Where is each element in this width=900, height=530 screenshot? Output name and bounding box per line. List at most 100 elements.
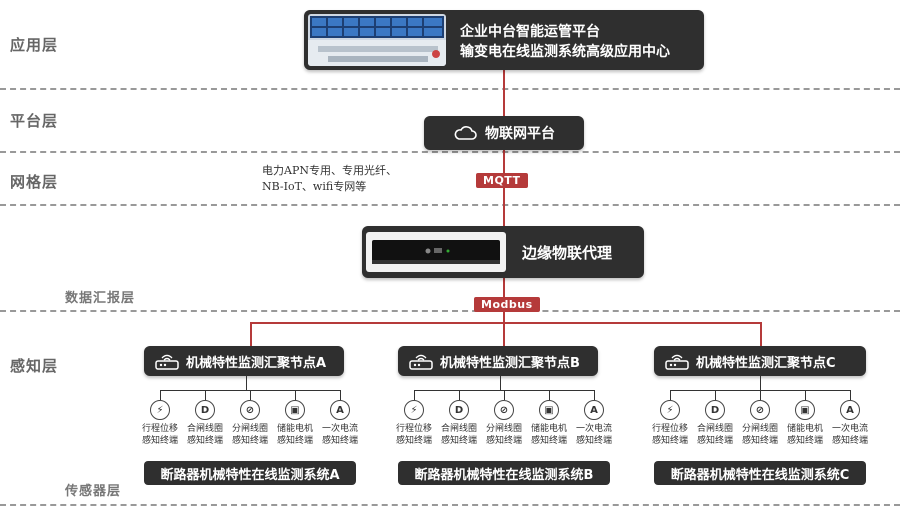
sensor-label: 分闸线圈 [231,424,268,434]
mqtt-tag: MQTT [476,173,528,188]
sensor-terminal[interactable]: ⊘ 分闸线圈感知终端 [738,400,782,447]
sensor-terminal[interactable]: D 合闸线圈感知终端 [693,400,737,447]
tree-connector [500,376,501,390]
sensor-label: 合闸线圈 [696,424,733,434]
aggregation-node-a[interactable]: 机械特性监测汇聚节点A [144,346,344,376]
edge-proxy-box[interactable]: 边缘物联代理 [362,226,644,278]
iot-platform-box[interactable]: 物联网平台 [424,116,584,150]
tree-connector [715,390,716,400]
monitoring-system-c[interactable]: 断路器机械特性在线监测系统C [654,461,866,485]
aggregation-node-b[interactable]: 机械特性监测汇聚节点B [398,346,598,376]
application-center-subtitle: 输变电在线监测系统高级应用中心 [460,44,670,60]
link-icon: ⊘ [240,400,260,420]
ammeter-icon: A [840,400,860,420]
sensor-sublabel: 感知终端 [696,436,733,446]
connector-line [760,322,762,346]
layer-divider [0,310,900,312]
tree-connector [459,390,460,400]
sensor-terminal[interactable]: ⊘分闸线圈感知终端 [482,400,526,447]
link-icon: ⊘ [750,400,770,420]
network-note-line1: 电力APN专用、专用光纤、 [262,164,397,177]
sensor-label: 储能电机 [530,424,567,434]
lightning-icon: ⚡ [150,400,170,420]
sensor-sublabel: 感知终端 [786,436,823,446]
tree-connector [340,390,341,400]
connector-line [503,322,505,346]
sensor-sublabel: 感知终端 [530,436,567,446]
tree-connector [760,390,761,400]
sensor-sublabel: 感知终端 [276,436,313,446]
aggregation-node-label: 机械特性监测汇聚节点B [440,355,580,371]
layer-label-platform: 平台层 [10,112,59,130]
layer-label-data-aggregation: 数据汇报层 [65,291,136,306]
edge-device-photo [366,232,506,272]
coil-icon: D [705,400,725,420]
iot-platform-label: 物联网平台 [485,126,555,142]
layer-divider [0,504,900,506]
sensor-terminal[interactable]: ⚡行程位移感知终端 [392,400,436,447]
lightning-icon: ⚡ [660,400,680,420]
tree-connector [246,376,247,390]
sensor-label: 行程位移 [395,424,432,434]
sensor-sublabel: 感知终端 [575,436,612,446]
sensor-sublabel: 感知终端 [186,436,223,446]
sensor-sublabel: 感知终端 [741,436,778,446]
tree-connector [414,390,415,400]
cloud-icon [453,125,477,141]
lightning-icon: ⚡ [404,400,424,420]
motor-icon: ▣ [285,400,305,420]
sensor-terminal[interactable]: ▣ 储能电机感知终端 [527,400,571,447]
sensor-terminal[interactable]: ⚡行程位移感知终端 [138,400,182,447]
tree-connector [670,390,671,400]
connector-line [503,70,505,120]
sensor-label: 合闸线圈 [186,424,223,434]
sensor-label: 储能电机 [786,424,823,434]
sensor-sublabel: 感知终端 [440,436,477,446]
tree-connector [504,390,505,400]
sensor-label: 一次电流 [575,424,612,434]
network-note-line2: NB-IoT、wifi专网等 [262,180,367,193]
control-room-photo [308,14,446,66]
sensor-terminal[interactable]: ⊘分闸线圈感知终端 [228,400,272,447]
monitoring-system-b[interactable]: 断路器机械特性在线监测系统B [398,461,610,485]
sensor-label: 合闸线圈 [440,424,477,434]
aggregation-node-c[interactable]: 机械特性监测汇聚节点C [654,346,866,376]
sensor-terminal[interactable]: ⚡行程位移感知终端 [648,400,692,447]
edge-proxy-label: 边缘物联代理 [522,244,613,262]
sensor-terminal[interactable]: ▣储能电机感知终端 [273,400,317,447]
sensor-terminal[interactable]: ▣ 储能电机感知终端 [783,400,827,447]
aggregation-node-label: 机械特性监测汇聚节点A [186,355,327,371]
motor-icon: ▣ [539,400,559,420]
network-note: 电力APN专用、专用光纤、 NB-IoT、wifi专网等 [262,163,397,195]
connector-line [250,322,252,346]
layer-divider [0,204,900,206]
tree-connector [295,390,296,400]
tree-connector [205,390,206,400]
layer-divider [0,88,900,90]
sensor-terminal[interactable]: D 合闸线圈感知终端 [183,400,227,447]
sensor-sublabel: 感知终端 [321,436,358,446]
modbus-tag: Modbus [474,297,540,312]
sensor-sublabel: 感知终端 [651,436,688,446]
motor-icon: ▣ [795,400,815,420]
tree-connector [850,390,851,400]
sensor-sublabel: 感知终端 [141,436,178,446]
layer-label-application: 应用层 [10,36,59,54]
tree-connector [160,390,161,400]
sensor-label: 分闸线圈 [741,424,778,434]
monitoring-system-a[interactable]: 断路器机械特性在线监测系统A [144,461,356,485]
coil-icon: D [195,400,215,420]
router-icon [665,354,689,370]
tree-connector [760,376,761,390]
application-center-title: 企业中台智能运管平台 [460,24,600,40]
layer-label-perception: 感知层 [10,357,59,375]
sensor-sublabel: 感知终端 [831,436,868,446]
application-center-box[interactable]: 企业中台智能运管平台 输变电在线监测系统高级应用中心 [304,10,704,70]
sensor-label: 一次电流 [321,424,358,434]
connector-line [503,150,505,228]
sensor-label: 分闸线圈 [485,424,522,434]
